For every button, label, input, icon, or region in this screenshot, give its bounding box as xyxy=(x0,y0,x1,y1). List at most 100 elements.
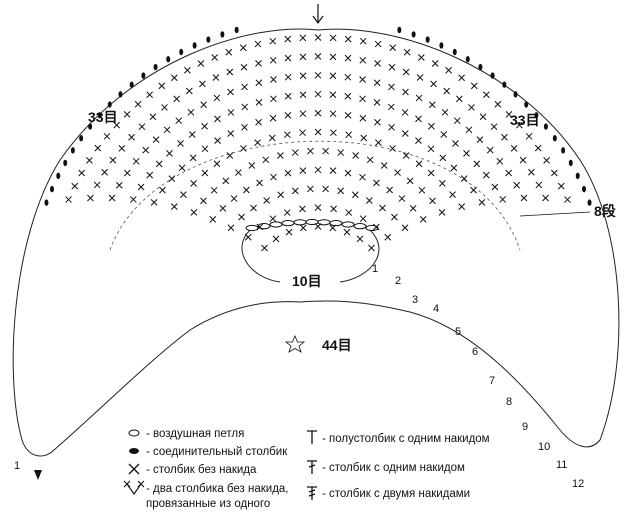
single-crochet-mark xyxy=(478,198,486,206)
single-crochet-mark xyxy=(359,215,367,223)
single-crochet-mark xyxy=(486,146,494,154)
single-crochet-mark xyxy=(455,95,463,103)
single-crochet-mark xyxy=(94,144,102,152)
single-crochet-mark xyxy=(87,194,94,202)
single-crochet-mark xyxy=(519,156,527,164)
single-crochet-mark xyxy=(210,186,218,194)
single-crochet-mark xyxy=(427,145,435,153)
single-crochet-mark xyxy=(118,145,126,152)
single-crochet-mark xyxy=(510,145,518,152)
slip-stitch-mark xyxy=(220,31,225,38)
single-crochet-mark xyxy=(113,121,121,129)
single-crochet-mark xyxy=(188,131,196,138)
single-crochet-mark xyxy=(163,126,171,134)
single-crochet-mark xyxy=(403,48,411,56)
single-crochet-mark xyxy=(401,130,409,137)
top-arrow-icon xyxy=(312,4,324,25)
slip-stitch-mark xyxy=(118,91,123,98)
single-crochet-mark xyxy=(108,194,116,202)
slip-stitch-mark xyxy=(79,135,84,142)
single-crochet-mark xyxy=(93,181,101,189)
stitch-count-right: 33目 xyxy=(510,112,540,128)
single-crochet-mark xyxy=(417,54,425,61)
single-crochet-mark xyxy=(189,154,197,162)
single-crochet-mark xyxy=(201,145,209,153)
single-crochet-mark xyxy=(337,187,345,195)
single-crochet-mark xyxy=(384,233,392,241)
single-crochet-mark xyxy=(178,164,186,172)
slip-stitch-mark xyxy=(179,48,184,56)
half-double-icon xyxy=(307,430,317,444)
neck-chain-row xyxy=(245,218,379,232)
single-crochet-mark xyxy=(389,44,397,52)
single-crochet-mark xyxy=(330,129,337,137)
single-crochet-mark xyxy=(368,244,375,252)
single-crochet-mark xyxy=(409,205,417,212)
single-crochet-mark xyxy=(387,103,395,111)
single-crochet-mark xyxy=(373,99,381,106)
single-crochet-mark xyxy=(314,109,322,117)
single-crochet-mark xyxy=(211,54,219,61)
single-crochet-mark xyxy=(443,87,451,95)
single-crochet-mark xyxy=(375,139,382,146)
slip-stitch-mark xyxy=(70,147,75,154)
single-crochet-mark xyxy=(270,95,277,103)
single-crochet-mark xyxy=(71,182,79,190)
single-crochet-mark xyxy=(248,162,256,169)
single-crochet-mark xyxy=(329,34,337,42)
slip-stitch-mark xyxy=(397,26,402,34)
single-crochet-mark xyxy=(241,103,249,111)
single-crochet-mark xyxy=(344,54,352,62)
slip-stitch-mark xyxy=(56,172,61,180)
single-crochet-mark xyxy=(476,136,484,144)
single-crochet-mark xyxy=(543,156,550,164)
single-crochet-mark xyxy=(406,177,414,185)
slip-stitch-mark xyxy=(425,36,430,43)
single-crochet-mark xyxy=(452,140,459,147)
slip-stitch-mark xyxy=(44,199,49,206)
single-crochet-mark xyxy=(415,115,422,123)
single-crochet-mark xyxy=(299,53,307,61)
single-crochet-mark xyxy=(291,187,299,195)
single-crochet-mark xyxy=(458,203,466,211)
single-crochet-mark xyxy=(86,156,93,164)
single-crochet-mark xyxy=(460,175,468,182)
single-crochet-mark xyxy=(225,48,233,56)
single-crochet-mark xyxy=(235,169,242,176)
single-crochet-mark xyxy=(138,123,146,131)
single-crochet-mark xyxy=(255,60,262,67)
single-crochet-mark xyxy=(415,137,422,144)
single-crochet-mark xyxy=(219,205,227,212)
single-crochet-mark xyxy=(146,171,154,179)
single-crochet-mark xyxy=(329,53,337,61)
row-number: 8 xyxy=(506,396,512,408)
single-crochet-mark xyxy=(161,104,168,111)
single-crochet-mark xyxy=(415,94,423,102)
legend-tr: - столбик с двумя накидами xyxy=(322,488,470,500)
slip-stitch-mark xyxy=(153,63,158,71)
single-crochet-mark xyxy=(359,173,366,181)
single-crochet-mark xyxy=(283,209,291,216)
slip-stitch-mark xyxy=(587,199,592,206)
slip-stitch-mark xyxy=(63,159,68,167)
chain-mark xyxy=(305,218,319,226)
single-crochet-mark xyxy=(380,162,388,169)
single-crochet-mark xyxy=(343,228,351,236)
single-crochet-mark xyxy=(494,100,502,108)
slip-stitch-mark xyxy=(439,42,444,49)
single-crochet-mark xyxy=(329,91,337,99)
single-crochet-mark xyxy=(190,179,198,187)
single-crochet-mark xyxy=(496,157,504,165)
row-number: 3 xyxy=(412,294,418,306)
single-crochet-mark xyxy=(564,196,571,203)
single-crochet-mark xyxy=(65,196,72,203)
single-crochet-mark xyxy=(150,198,158,206)
single-crochet-mark xyxy=(241,123,248,131)
single-crochet-mark xyxy=(401,109,409,116)
single-crochet-mark xyxy=(284,35,292,43)
single-crochet-mark xyxy=(201,122,208,130)
slip-stitch-mark xyxy=(568,159,573,167)
row-number: 5 xyxy=(455,326,461,338)
single-crochet-mark xyxy=(115,181,123,189)
